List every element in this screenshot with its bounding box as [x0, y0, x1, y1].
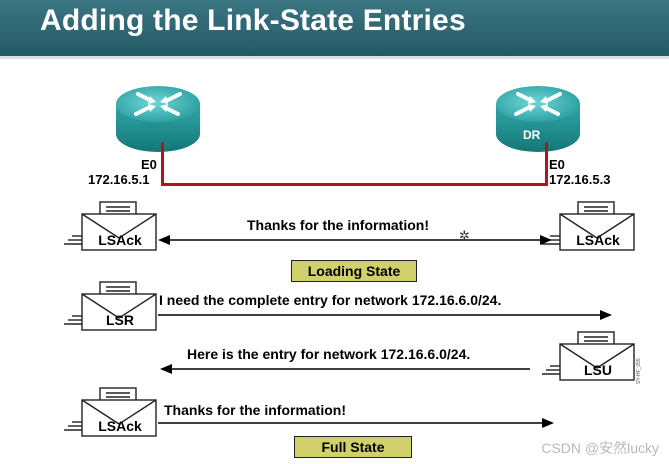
- message-text: I need the complete entry for network 17…: [159, 292, 502, 308]
- ethernet-link: [161, 183, 548, 186]
- title-rule: [0, 56, 669, 59]
- full-state-badge: Full State: [294, 436, 412, 458]
- page-title: Adding the Link-State Entries: [40, 4, 466, 37]
- watermark: CSDN @安然lucky: [541, 440, 659, 456]
- message-text: Thanks for the information!: [164, 402, 346, 418]
- left-arrow: [160, 364, 530, 374]
- lsu-label: LSU: [584, 362, 612, 378]
- lsr-label: LSR: [106, 312, 134, 328]
- right-drop-line: [545, 142, 548, 186]
- envelope-icon: [542, 331, 635, 381]
- lsack-label: LSAck: [576, 232, 620, 248]
- envelope-icon: [64, 281, 157, 331]
- envelope-icon: [64, 387, 157, 437]
- right-arrow: [158, 310, 612, 320]
- lsack-envelope-left: LSAck: [62, 200, 158, 252]
- right-ip-label: 172.16.5.3: [549, 172, 611, 187]
- right-arrow: [158, 418, 554, 428]
- envelope-icon: [64, 201, 157, 251]
- title-banner: Adding the Link-State Entries: [0, 0, 669, 56]
- right-router-icon: [496, 86, 580, 152]
- lsack-envelope-right: LSAck: [540, 200, 636, 252]
- lsu-envelope: LSU: [540, 330, 636, 382]
- dr-label: DR: [523, 128, 541, 142]
- figure-code: SY-HF_055: [636, 358, 642, 384]
- message-text: Thanks for the information!: [247, 217, 429, 233]
- lsr-envelope: LSR: [62, 280, 158, 332]
- bidirectional-arrow: [158, 235, 552, 245]
- message-text: Here is the entry for network 172.16.6.0…: [187, 346, 471, 362]
- lsack-envelope-bottom: LSAck: [62, 386, 158, 438]
- envelope-icon: [542, 201, 635, 251]
- left-router-icon: [116, 86, 200, 152]
- left-interface-label: E0: [141, 157, 157, 172]
- left-ip-label: 172.16.5.1: [88, 172, 150, 187]
- lsack-label: LSAck: [98, 232, 142, 248]
- cursor-icon: ✲: [459, 228, 470, 243]
- lsack-label: LSAck: [98, 418, 142, 434]
- right-interface-label: E0: [549, 157, 565, 172]
- loading-state-badge: Loading State: [291, 260, 417, 282]
- left-drop-line: [161, 142, 164, 186]
